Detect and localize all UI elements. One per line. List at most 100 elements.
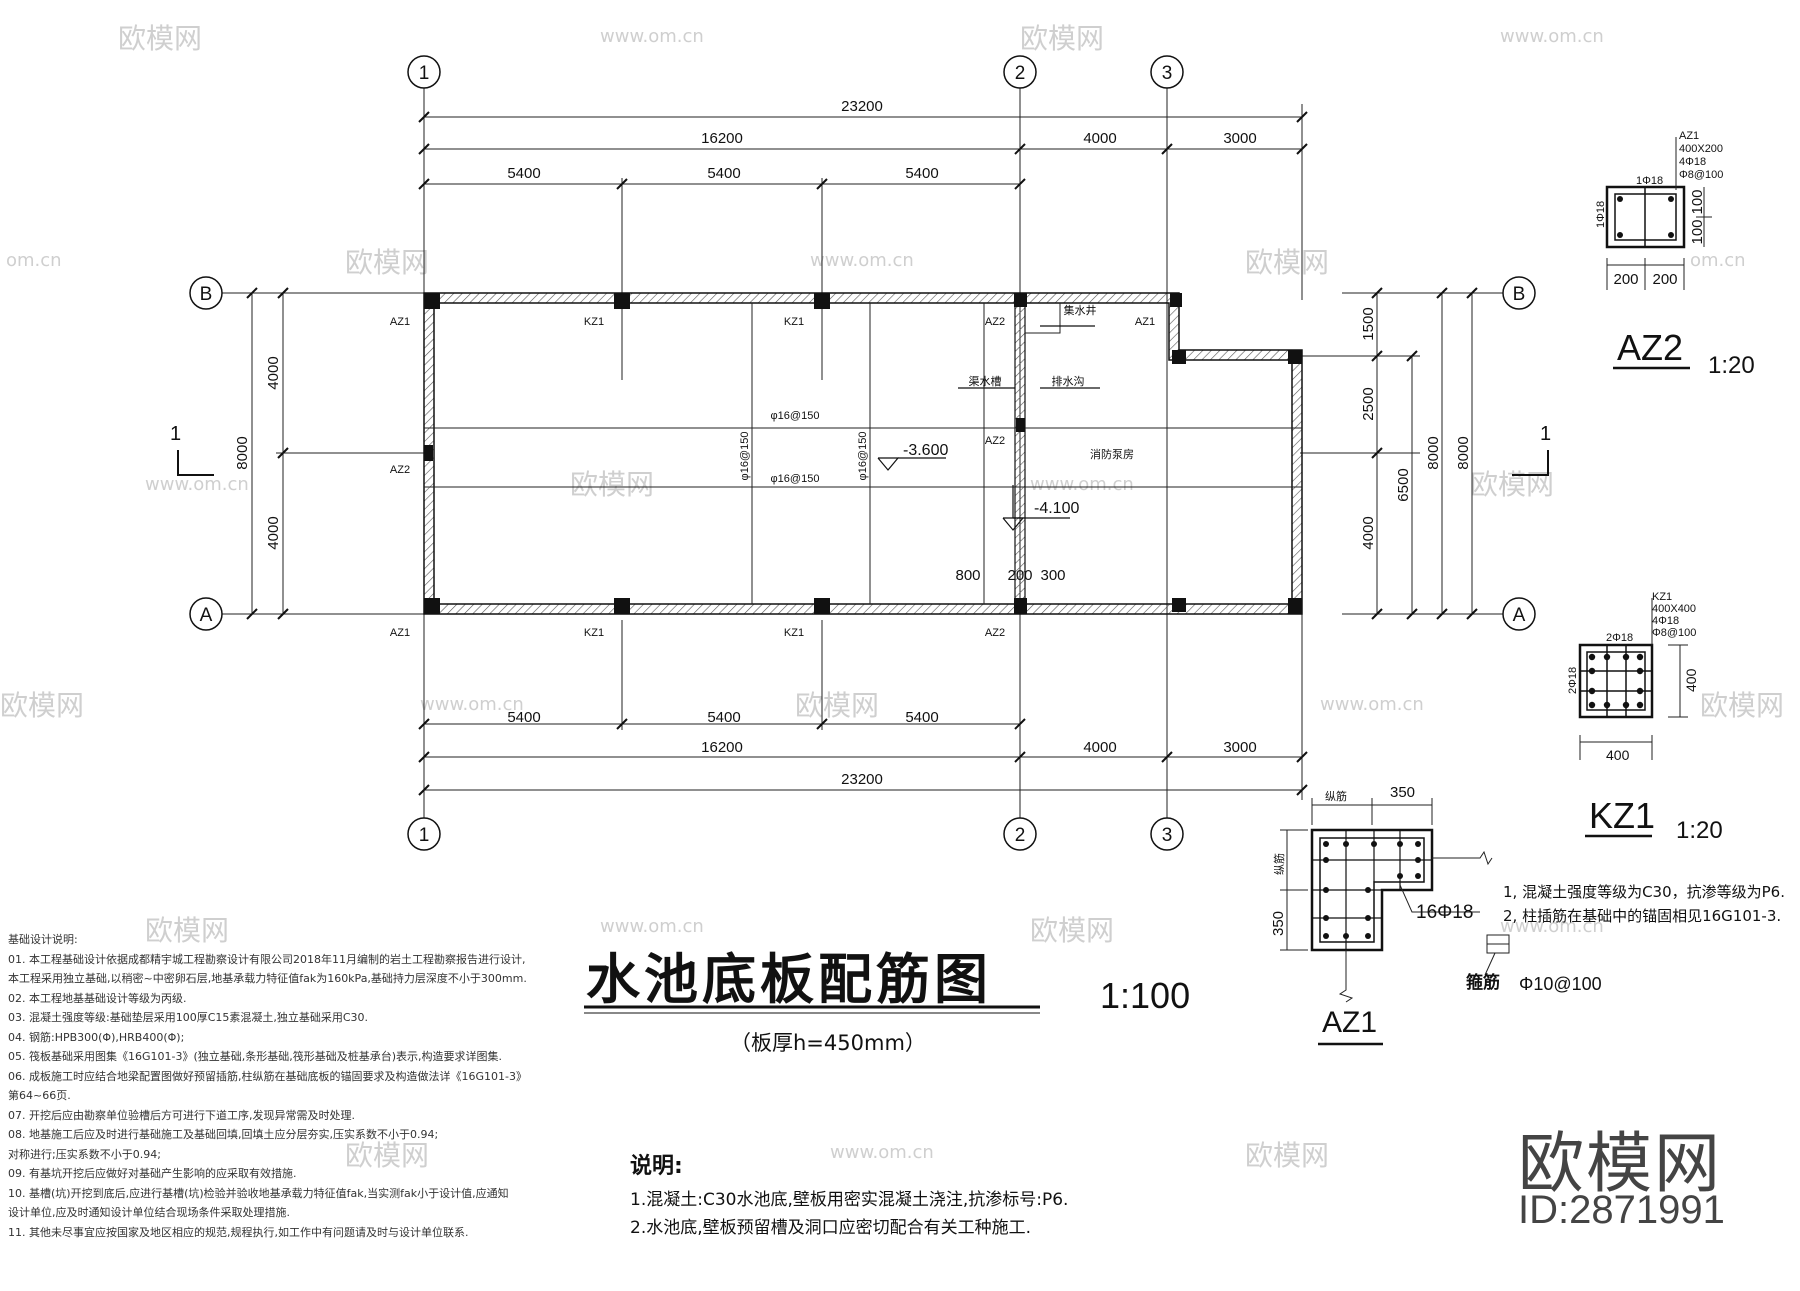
watermark-url: www.om.cn	[600, 916, 704, 937]
dimension-lines	[251, 104, 1473, 800]
kz1-dim: 400	[1683, 668, 1699, 692]
dim-top-4000: 4000	[1083, 130, 1116, 147]
kz1-spec: 400X400	[1652, 603, 1696, 615]
column-tag: AZ2	[985, 435, 1005, 447]
divider-wall	[1014, 302, 1026, 605]
dim-inner: 800	[955, 567, 980, 584]
column-tag: KZ1	[784, 316, 804, 328]
side-note-line: 2, 柱插筋在基础中的锚固相见16G101-3.	[1503, 907, 1782, 925]
dim-bay: 5400	[905, 709, 938, 726]
az1-stirrup-label: 箍筋	[1466, 972, 1500, 992]
axis-label-1: 1	[419, 825, 430, 846]
trench-label: 渠水槽	[969, 375, 1002, 388]
dim-right-8000: 8000	[1455, 436, 1472, 469]
column-tag: AZ1	[390, 627, 410, 639]
az2-dim: 200	[1613, 271, 1638, 288]
side-note-line: 1, 混凝土强度等级为C30，抗渗等级为P6.	[1503, 883, 1785, 901]
dim-top-16200: 16200	[701, 130, 743, 147]
axis-bubbles	[189, 55, 1536, 851]
az2-dim: 100	[1689, 219, 1706, 244]
section-mark-left: 1	[170, 423, 181, 445]
watermark-layer: 欧模网 www.om.cn 欧模网 www.om.cn om.cn 欧模网 ww…	[0, 22, 1784, 1172]
az1-dim-label: 纵筋	[1272, 853, 1286, 875]
az2-spec: 400X200	[1679, 143, 1723, 155]
watermark-logo: 欧模网	[1470, 468, 1554, 501]
note-line: 07. 开挖后应由勘察单位验槽后方可进行下道工序,发现异常需及时处理.	[8, 1108, 355, 1122]
az2-spec: AZ1	[1679, 130, 1699, 142]
note-line: 02. 本工程地基基础设计等级为丙级.	[8, 991, 187, 1005]
dim-left-total: 8000	[234, 436, 251, 469]
watermark-url: www.om.cn	[1500, 26, 1604, 47]
az2-bar: 1Φ18	[1636, 175, 1663, 187]
column-tag: KZ1	[584, 316, 604, 328]
notes-heading: 基础设计说明:	[8, 933, 78, 946]
axis-bubble-a-right	[1502, 597, 1536, 631]
section-mark-right: 1	[1540, 423, 1551, 445]
watermark-logo: 欧模网	[1245, 1139, 1329, 1172]
watermark-url: om.cn	[6, 250, 62, 271]
side-notes: 1, 混凝土强度等级为C30，抗渗等级为P6. 2, 柱插筋在基础中的锚固相见1…	[1503, 880, 1793, 928]
drawing-subtitle: （板厚h=450mm）	[730, 1031, 926, 1055]
column-tag: AZ2	[390, 464, 410, 476]
note-line: 本工程采用独立基础,以稍密~中密卵石层,地基承载力特征值fak为160kPa,基…	[8, 972, 527, 985]
column-tag: AZ1	[390, 316, 410, 328]
az2-detail: AZ1 400X200 4Φ18 Φ8@100 1Φ18 1Φ18 200 20…	[1595, 130, 1755, 379]
dim-bottom-16200: 16200	[701, 739, 743, 756]
axis-labels: 1 2 3 1 2 3 B A B A	[200, 63, 1526, 846]
section-marks	[177, 450, 1549, 476]
watermark-logo: 欧模网	[0, 689, 84, 722]
column-tag: KZ1	[784, 627, 804, 639]
az1-dim-label: 纵筋	[1325, 789, 1347, 803]
elevation-label: -4.100	[1034, 500, 1079, 517]
az2-bar: 1Φ18	[1595, 201, 1607, 228]
axis-bubble-1-bottom	[407, 817, 441, 851]
dim-right-8000: 8000	[1425, 436, 1442, 469]
az2-dim: 100	[1689, 189, 1706, 214]
dim-bay: 5400	[507, 709, 540, 726]
note-line: 09. 有基坑开挖后应做好对基础产生影响的应采取有效措施.	[8, 1167, 297, 1180]
main-notes-heading: 说明:	[630, 1154, 683, 1179]
axis-bubble-3-top	[1150, 55, 1184, 89]
dim-right-1500: 1500	[1360, 307, 1377, 340]
watermark-url: www.om.cn	[420, 694, 524, 715]
axis-label-2: 2	[1015, 63, 1026, 84]
dim-left-4000: 4000	[265, 516, 282, 549]
watermark-logo: 欧模网	[1245, 246, 1329, 279]
watermark-logo: 欧模网	[1700, 689, 1784, 722]
dim-inner: 300	[1040, 567, 1065, 584]
axis-bubble-2-bottom	[1003, 817, 1037, 851]
kz1-name: KZ1	[1589, 795, 1655, 836]
pool-plan	[423, 292, 1303, 615]
axis-label-3: 3	[1162, 825, 1173, 846]
az2-spec: 4Φ18	[1679, 156, 1706, 168]
main-notes: 说明: 1.混凝土:C30水池底,壁板用密实混凝土浇注,抗渗标号:P6. 2.水…	[630, 1148, 1190, 1242]
axis-bubble-2-top	[1003, 55, 1037, 89]
kz1-dim: 400	[1606, 747, 1630, 763]
brand-id: ID:2871991	[1518, 1188, 1725, 1232]
note-line: 11. 其他未尽事宜应按国家及地区相应的规范,规程执行,如工作中有问题请及时与设…	[8, 1225, 469, 1239]
basic-design-notes: 基础设计说明: 01. 本工程基础设计依据成都精宇城工程勘察设计有限公司2018…	[8, 930, 548, 1242]
watermark-url: www.om.cn	[1030, 474, 1134, 495]
watermark-logo: 欧模网	[1020, 22, 1104, 55]
az2-scale: 1:20	[1708, 352, 1755, 379]
axis-bubble-1-top	[407, 55, 441, 89]
kz1-spec: 4Φ18	[1652, 615, 1679, 627]
watermark-logo: 欧模网	[345, 1139, 429, 1172]
dim-bay: 5400	[707, 165, 740, 182]
axis-bubble-b-left	[189, 276, 223, 310]
kz1-detail: KZ1 400X400 4Φ18 Φ8@100 2Φ18 2Φ18 400 40…	[1567, 591, 1723, 844]
axis-label-a: A	[1513, 605, 1526, 626]
dimension-text: 23200 16200 4000 3000 5400 5400 5400 540…	[234, 98, 1472, 788]
dim-bottom-4000: 4000	[1083, 739, 1116, 756]
axis-label-b: B	[200, 284, 213, 305]
watermark-url: www.om.cn	[810, 250, 914, 271]
dimension-ticks	[246, 111, 1478, 796]
dim-right-4000: 4000	[1360, 516, 1377, 549]
room-label: 消防泵房	[1090, 447, 1134, 461]
rebar-label: φ16@150	[771, 410, 820, 422]
plan-labels: AZ1 KZ1 KZ1 AZ2 AZ1 AZ1 KZ1 KZ1 AZ2 AZ2 …	[390, 303, 1155, 639]
column-tag: AZ2	[985, 627, 1005, 639]
az1-dim: 350	[1390, 784, 1415, 801]
az2-spec: Φ8@100	[1679, 169, 1723, 181]
